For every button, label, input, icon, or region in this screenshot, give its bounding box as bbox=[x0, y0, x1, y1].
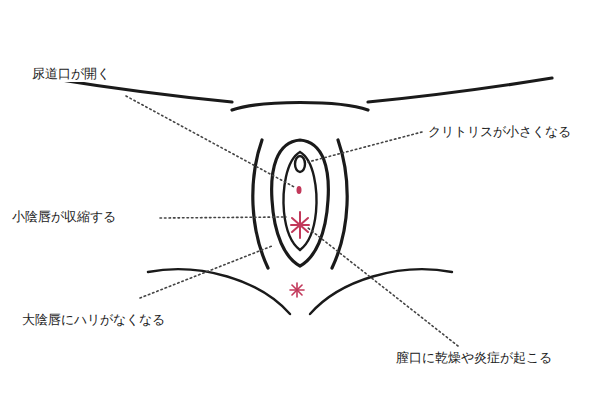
leader-line bbox=[308, 132, 422, 162]
buttock-line bbox=[148, 269, 290, 314]
leader-line bbox=[126, 96, 296, 188]
callout-label: 尿道口が開く bbox=[30, 66, 112, 82]
leader-line bbox=[160, 217, 286, 218]
groin-line bbox=[368, 78, 552, 102]
clitoris bbox=[295, 156, 305, 172]
buttock-line bbox=[310, 269, 452, 314]
leader-line bbox=[308, 228, 458, 346]
urethral-opening bbox=[297, 186, 302, 194]
callout-label: 大陰唇にハリがなくなる bbox=[20, 312, 167, 328]
leader-line bbox=[140, 246, 272, 298]
anus bbox=[290, 283, 304, 297]
labia-minora bbox=[284, 152, 317, 250]
pubic-line bbox=[232, 103, 368, 111]
callout-label: 小陰唇が収縮する bbox=[10, 209, 118, 225]
vaginal-opening bbox=[291, 212, 309, 238]
callout-label: 膣口に乾燥や炎症が起こる bbox=[394, 350, 554, 366]
callout-label: クリトリスが小さくなる bbox=[426, 124, 573, 140]
